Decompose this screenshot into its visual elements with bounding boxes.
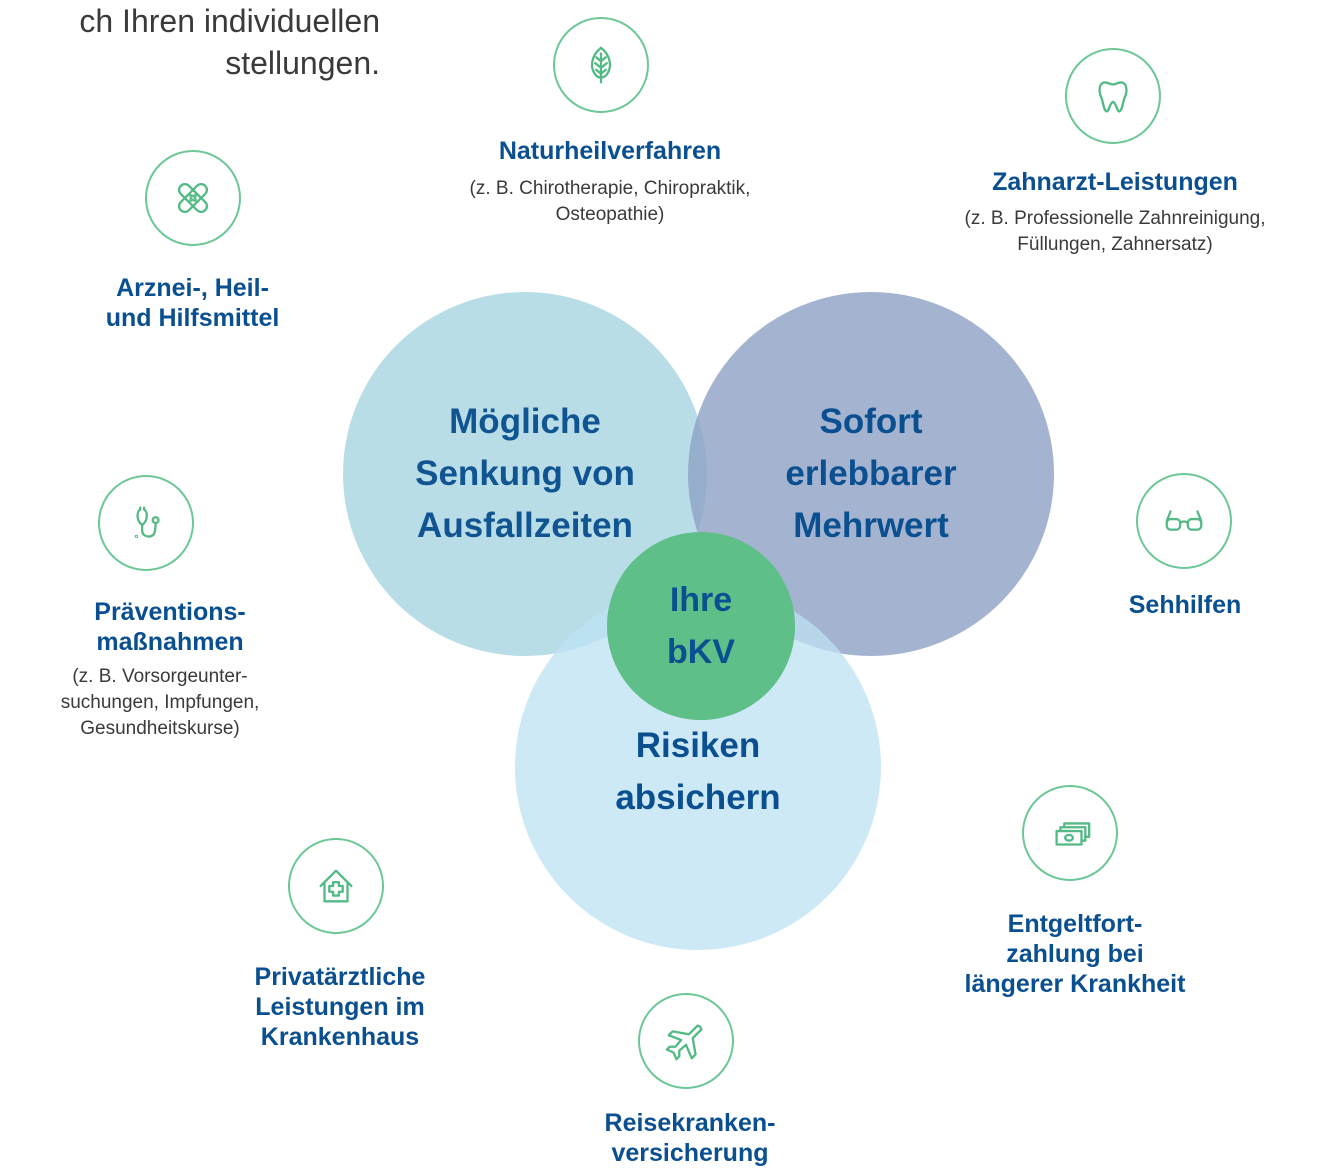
tooth-icon	[1065, 48, 1161, 144]
money-icon	[1022, 785, 1118, 881]
bandage-icon	[145, 150, 241, 246]
leaf-icon	[553, 17, 649, 113]
zahnarzt-title: Zahnarzt-Leistungen	[992, 168, 1238, 196]
reise-title: Reisekranken- versicherung	[604, 1109, 776, 1167]
intro-text: ch Ihren individuellen stellungen.	[79, 3, 380, 81]
naturheil-title: Naturheilverfahren	[498, 137, 722, 165]
hospital-icon	[288, 838, 384, 934]
circle-added-value: Sofort erlebbarer Mehrwert	[688, 292, 1054, 656]
airplane-icon	[638, 993, 734, 1089]
entgelt-title: Entgeltfort- zahlung bei längerer Krankh…	[964, 910, 1186, 998]
glasses-icon	[1136, 473, 1232, 569]
praevention-title: Präventions- maßnahmen	[94, 598, 246, 656]
arznei-title: Arznei-, Heil- und Hilfsmittel	[105, 274, 280, 332]
core-circle: Ihre bKV	[607, 532, 795, 720]
praevention-detail: (z. B. Vorsorgeunter- suchungen, Impfung…	[60, 666, 260, 739]
stethoscope-icon	[98, 475, 194, 571]
naturheil-detail: (z. B. Chirotherapie, Chiropraktik, Oste…	[469, 178, 751, 225]
zahnarzt-detail: (z. B. Professionelle Zahnreinigung, Fül…	[964, 208, 1266, 255]
sehhilfen-title: Sehhilfen	[1128, 591, 1242, 619]
privataerztliche-title: Privatärztliche Leistungen im Krankenhau…	[254, 963, 426, 1051]
circle-downtime: Mögliche Senkung von Ausfallzeiten	[343, 292, 707, 656]
